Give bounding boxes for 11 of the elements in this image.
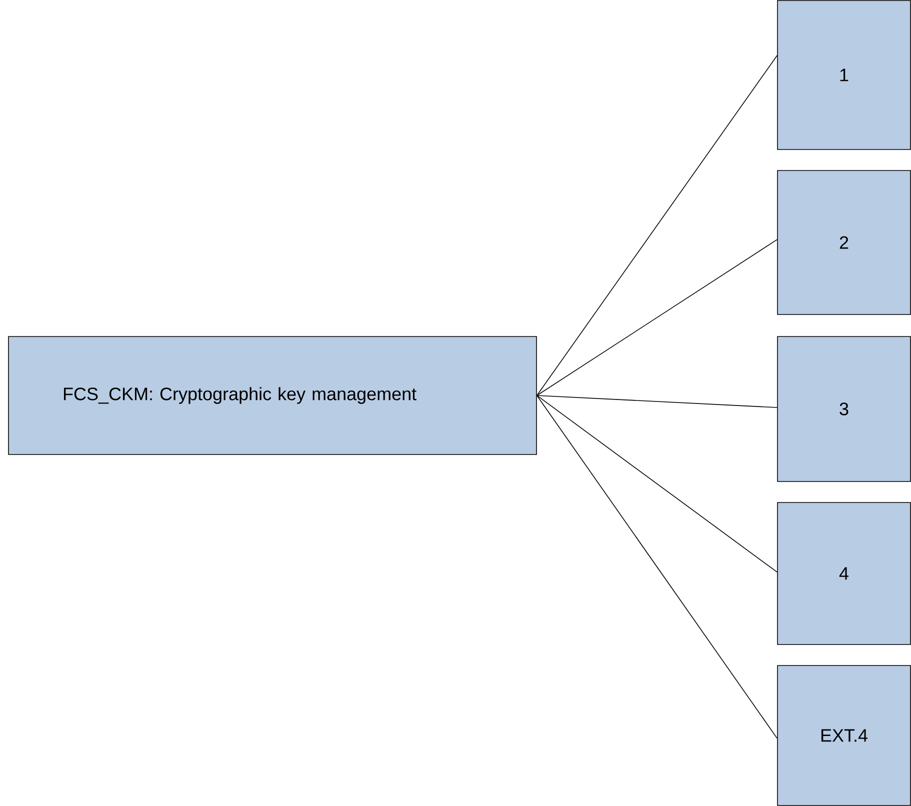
connector-line — [536, 395, 778, 408]
topic-box: FCS_CKM: Cryptographic key management — [8, 336, 537, 455]
component-box: 4 — [777, 502, 911, 645]
connector-line — [536, 395, 778, 572]
component-box: EXT.4 — [777, 665, 911, 806]
connector-line — [536, 395, 778, 739]
component-box: 1 — [777, 0, 911, 150]
connector-line — [536, 55, 778, 396]
component-box: 2 — [777, 170, 911, 315]
component-box: 3 — [777, 336, 911, 482]
connector-line — [536, 239, 778, 396]
